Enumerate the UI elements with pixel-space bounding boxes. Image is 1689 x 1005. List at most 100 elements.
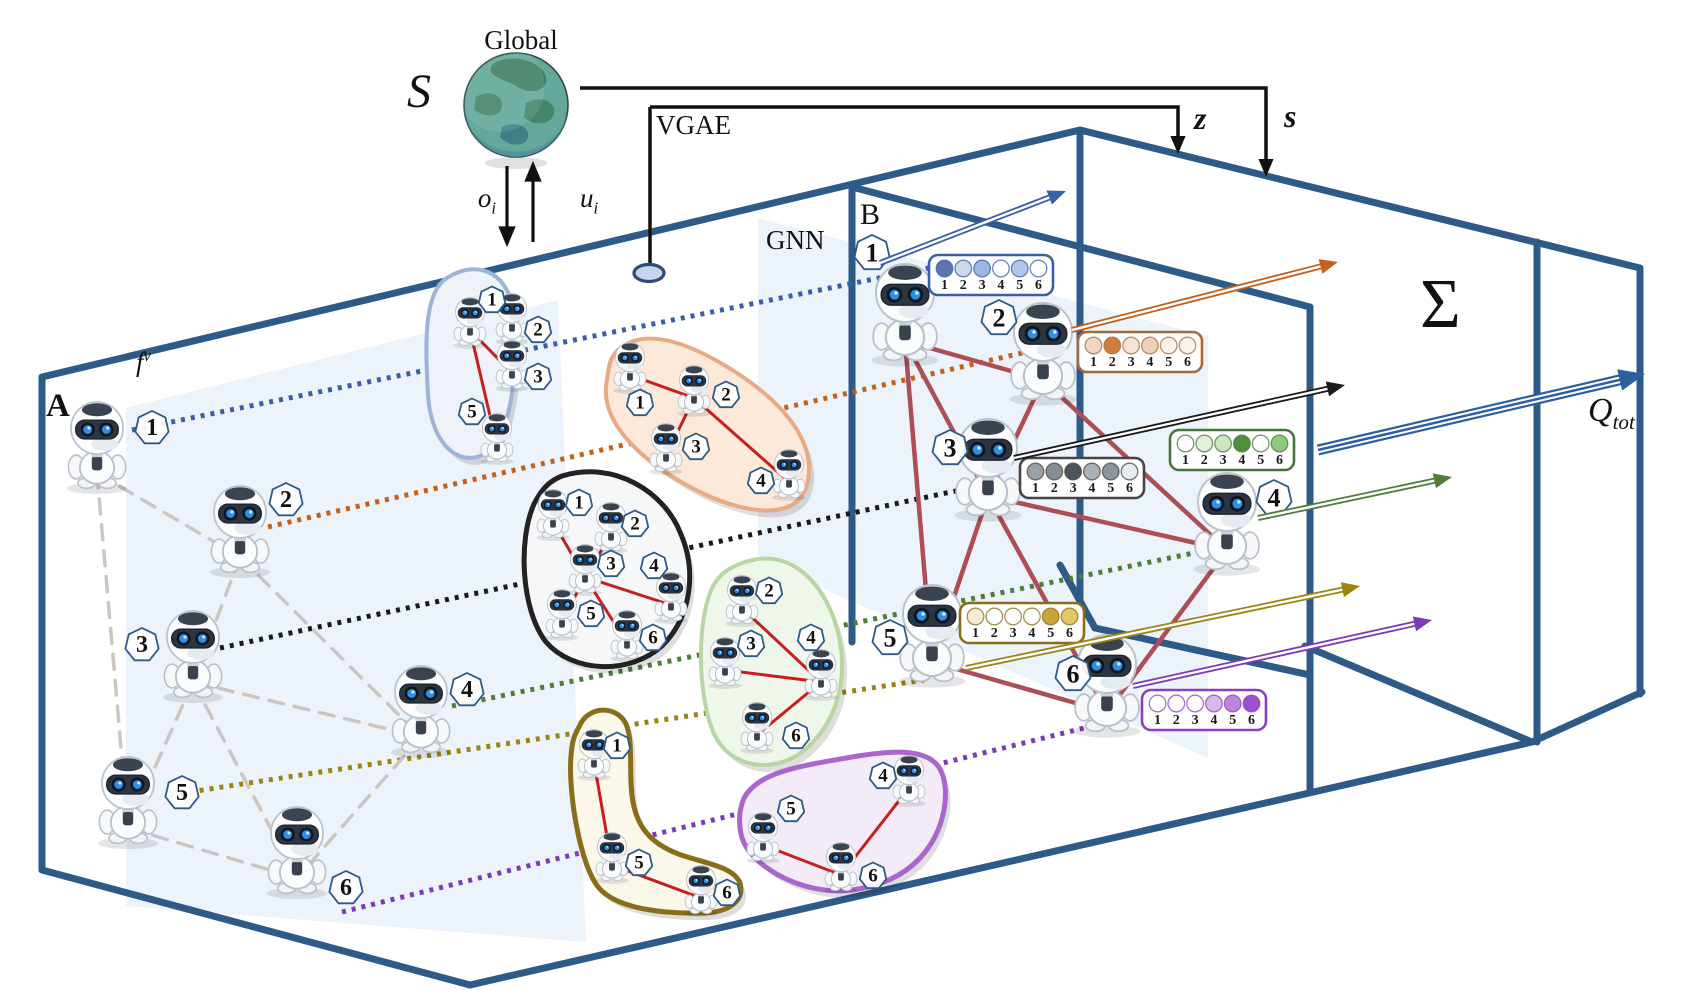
top-routing — [580, 86, 1268, 264]
svg-text:6: 6 — [1184, 355, 1191, 370]
agent-trace-3 — [219, 484, 975, 651]
globe-icon — [455, 42, 569, 169]
badge-cluster-purple-6: 6 — [858, 861, 888, 890]
robot-cluster-olive-6 — [684, 864, 718, 917]
svg-text:4: 4 — [1028, 626, 1035, 641]
sum-symbol-label: Σ — [1420, 266, 1461, 343]
svg-text:5: 5 — [1229, 713, 1236, 728]
svg-text:2: 2 — [991, 626, 998, 641]
robot-cluster-black-2 — [594, 501, 628, 554]
badge-cluster-green-2: 2 — [754, 576, 784, 605]
badge-cluster-orange-2: 2 — [711, 380, 741, 409]
robot-cluster-purple-4 — [892, 754, 926, 807]
svg-text:5: 5 — [1047, 626, 1054, 641]
svg-text:4: 4 — [1210, 713, 1217, 728]
svg-text:4: 4 — [1238, 453, 1245, 468]
robot-cluster-olive-5 — [595, 831, 629, 884]
badge-cluster-black-5: 5 — [576, 599, 606, 628]
agent-trace-5 — [169, 677, 925, 798]
badge-cluster-orange-4: 4 — [746, 466, 776, 495]
badge-b-5: 5 — [871, 619, 909, 656]
robot-cluster-green-6 — [740, 701, 774, 754]
observation-arrow — [498, 166, 516, 248]
agent-arrow-4 — [1257, 473, 1452, 521]
badge-a-6: 6 — [328, 870, 364, 905]
badge-a-5: 5 — [164, 775, 200, 810]
svg-text:6: 6 — [340, 875, 352, 901]
robot-a-1 — [67, 401, 127, 495]
svg-text:6: 6 — [1067, 660, 1080, 689]
robot-cluster-black-3 — [568, 543, 602, 596]
svg-text:5: 5 — [1257, 453, 1264, 468]
badge-a-3: 3 — [124, 627, 160, 662]
svg-text:4: 4 — [806, 628, 816, 649]
svg-text:2: 2 — [280, 487, 292, 513]
badge-b-2: 2 — [980, 299, 1018, 336]
svg-text:1: 1 — [146, 415, 158, 441]
robot-a-2 — [210, 485, 270, 579]
observation-label: oi — [477, 183, 496, 218]
badge-cluster-blue-2: 2 — [523, 315, 553, 344]
svg-text:2: 2 — [993, 304, 1006, 333]
svg-text:3: 3 — [1070, 481, 1077, 496]
badge-cluster-green-3: 3 — [736, 629, 766, 658]
svg-text:5: 5 — [884, 624, 897, 653]
svg-text:5: 5 — [586, 604, 596, 625]
svg-text:3: 3 — [606, 554, 616, 575]
badge-a-2: 2 — [268, 482, 304, 517]
robot-cluster-purple-5 — [746, 811, 780, 864]
svg-text:2: 2 — [721, 385, 731, 406]
svg-text:1: 1 — [941, 278, 948, 293]
svg-text:2: 2 — [1173, 713, 1180, 728]
agent-trace-1 — [131, 264, 934, 433]
robot-cluster-blue-2 — [495, 292, 529, 345]
svg-text:4: 4 — [878, 766, 888, 787]
svg-text:5: 5 — [786, 799, 796, 820]
robot-cluster-black-4 — [654, 571, 688, 624]
panel-b-label: B — [860, 198, 881, 231]
agent-trace-6 — [341, 725, 1085, 915]
badge-cluster-purple-5: 5 — [776, 794, 806, 823]
robot-b-2 — [1009, 301, 1077, 406]
qtot-label: Qtot — [1588, 392, 1635, 434]
badge-cluster-olive-5: 5 — [624, 848, 654, 877]
gnn-label: GNN — [766, 225, 825, 255]
svg-text:6: 6 — [1248, 713, 1255, 728]
badge-cluster-olive-1: 1 — [602, 731, 632, 760]
robot-b-1 — [871, 262, 939, 367]
svg-text:2: 2 — [630, 514, 640, 535]
badge-a-4: 4 — [449, 672, 485, 707]
svg-text:3: 3 — [1010, 626, 1017, 641]
badge-cluster-orange-1: 1 — [625, 388, 655, 417]
svg-text:1: 1 — [1090, 355, 1097, 370]
svg-text:1: 1 — [1032, 481, 1039, 496]
svg-text:6: 6 — [791, 726, 801, 747]
badge-cluster-green-4: 4 — [796, 623, 826, 652]
badge-cluster-black-1: 1 — [564, 488, 594, 517]
svg-text:3: 3 — [1128, 355, 1135, 370]
badge-cluster-blue-3: 3 — [523, 362, 553, 391]
badge-cluster-purple-4: 4 — [868, 761, 898, 790]
panel-a-label: A — [46, 388, 70, 424]
robot-cluster-green-4 — [804, 648, 838, 701]
svg-text:1: 1 — [1154, 713, 1161, 728]
svg-text:2: 2 — [960, 278, 967, 293]
vgae-socket-icon — [632, 262, 666, 284]
vgae-label: VGAE — [656, 110, 731, 140]
fv-plane — [126, 300, 586, 942]
badge-cluster-green-6: 6 — [781, 721, 811, 750]
svg-text:4: 4 — [461, 677, 473, 703]
svg-text:1: 1 — [635, 393, 645, 414]
robot-cluster-green-3 — [708, 636, 742, 689]
svg-text:5: 5 — [1165, 355, 1172, 370]
svg-text:6: 6 — [1276, 453, 1283, 468]
svg-text:2: 2 — [1201, 453, 1208, 468]
badge-cluster-black-2: 2 — [620, 509, 650, 538]
robot-cluster-olive-1 — [577, 728, 611, 781]
